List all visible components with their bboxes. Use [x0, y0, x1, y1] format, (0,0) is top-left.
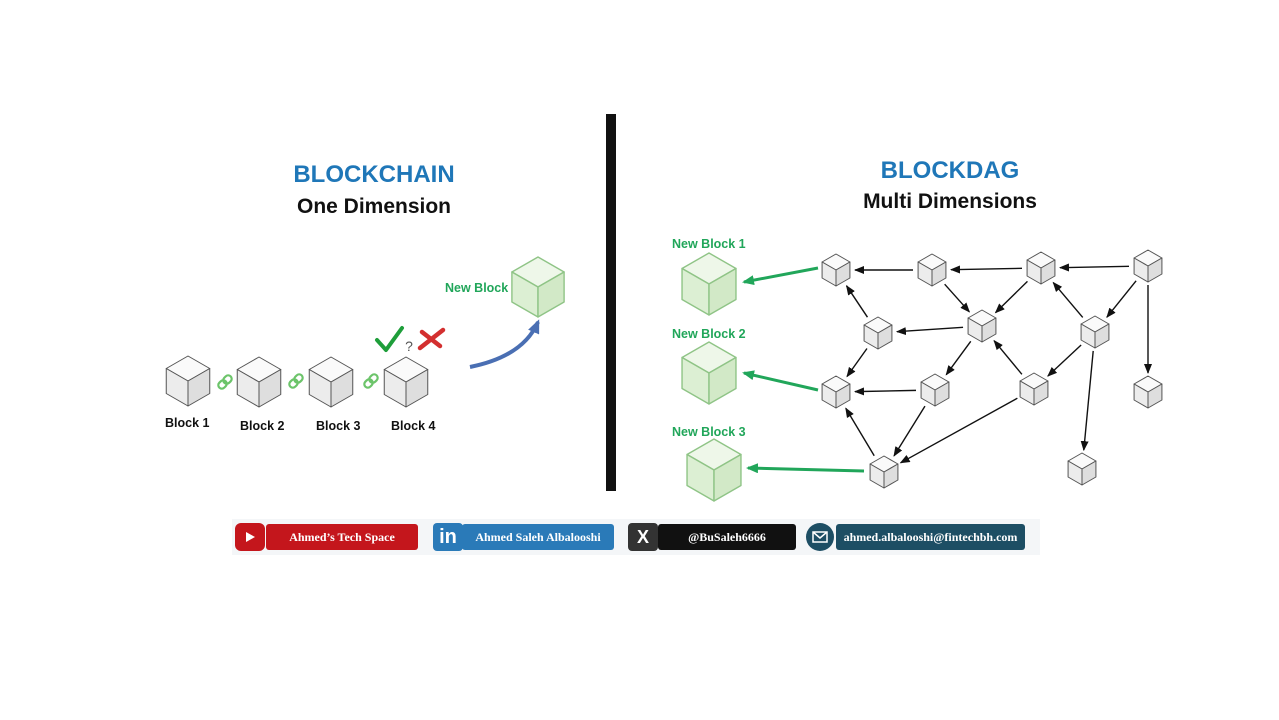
dag-block-cube [1133, 249, 1163, 283]
new-block-label: New Block 2 [672, 327, 746, 341]
youtube-channel-link[interactable]: Ahmed’s Tech Space [266, 524, 418, 550]
dag-block-cube [1133, 375, 1163, 409]
blockchain-title: BLOCKCHAIN [293, 161, 455, 188]
dag-edge-arrow [895, 326, 964, 336]
dag-block-cube [821, 253, 851, 287]
dag-edge-arrow [845, 407, 875, 457]
email-icon[interactable] [806, 523, 834, 551]
email-link[interactable]: ahmed.albalooshi@fintechbh.com [836, 524, 1025, 550]
new-block-label: New Block [445, 281, 509, 295]
dag-edge-arrow [1058, 263, 1130, 272]
dag-block-cube [869, 455, 899, 489]
dag-block-cube [967, 309, 997, 343]
dag-block-cube [1080, 315, 1110, 349]
dag-edge-arrow [1106, 280, 1137, 318]
new-block-cube [681, 341, 737, 405]
center-divider [606, 114, 616, 491]
block-label: Block 1 [165, 416, 210, 430]
check-mark-icon [375, 326, 404, 352]
x-handle-link[interactable]: @BuSaleh6666 [658, 524, 796, 550]
dag-edge-arrow [893, 405, 926, 457]
dag-edge-arrow [1052, 281, 1084, 318]
dag-block-cube [1026, 251, 1056, 285]
block-label: Block 2 [240, 419, 285, 433]
linkedin-icon[interactable]: in [433, 523, 463, 551]
block-label: Block 4 [391, 419, 436, 433]
dag-edge-arrow [1080, 350, 1094, 452]
new-block-label: New Block 3 [672, 425, 746, 439]
dag-edge-arrow [1047, 344, 1082, 377]
blockdag-title: BLOCKDAG [880, 157, 1020, 184]
new-block-cube [511, 256, 565, 318]
new-block-cube [681, 252, 737, 316]
chain-link-icon [363, 373, 379, 389]
dag-block-cube [1067, 452, 1097, 486]
cross-mark-icon [417, 327, 446, 351]
dag-edge-arrow [949, 265, 1023, 274]
dag-block-cube [863, 316, 893, 350]
attach-arrow [746, 463, 865, 474]
x-icon[interactable]: X [628, 523, 658, 551]
social-footer: Ahmed’s Tech Space in Ahmed Saleh Albalo… [232, 519, 1040, 555]
chain-link-icon [288, 373, 304, 389]
dag-block-cube [1019, 372, 1049, 406]
dag-edge-arrow [944, 283, 971, 313]
dag-edge-arrow [945, 340, 972, 376]
dag-edge-arrow [853, 387, 917, 396]
dag-edge-arrow [993, 339, 1023, 375]
chain-block-cube [308, 356, 354, 408]
blockdag-subtitle: Multi Dimensions [863, 190, 1037, 213]
youtube-icon[interactable] [235, 523, 265, 551]
blockchain-subtitle: One Dimension [296, 195, 452, 218]
attach-arrow [742, 370, 819, 392]
chain-block-cube [383, 356, 429, 408]
chain-link-icon [217, 374, 233, 390]
chain-block-cube [236, 356, 282, 408]
dag-block-cube [821, 375, 851, 409]
new-block-cube [686, 438, 742, 502]
curved-arrow-icon [469, 319, 540, 369]
block-label: Block 3 [316, 419, 361, 433]
linkedin-profile-link[interactable]: Ahmed Saleh Albalooshi [462, 524, 614, 550]
dag-edge-arrow [994, 280, 1028, 314]
dag-edge-arrow [899, 397, 1018, 464]
new-block-label: New Block 1 [672, 237, 746, 251]
dag-block-cube [920, 373, 950, 407]
dag-edge-arrow [845, 284, 869, 318]
attach-arrow [742, 266, 819, 286]
dag-block-cube [917, 253, 947, 287]
question-mark-icon: ? [405, 338, 413, 354]
chain-block-cube [165, 355, 211, 407]
dag-edge-arrow [846, 348, 868, 378]
